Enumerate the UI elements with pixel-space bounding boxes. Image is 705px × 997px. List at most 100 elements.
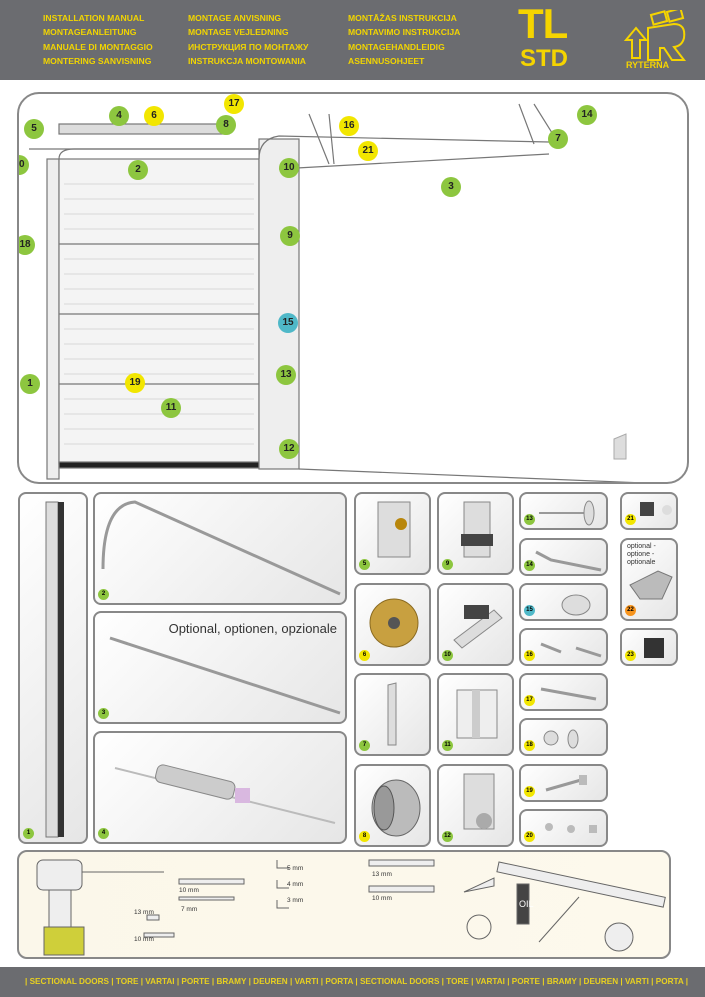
callout-1: 1 [20, 374, 40, 394]
callout-14: 14 [577, 105, 597, 125]
part-18: 18 [519, 718, 608, 756]
hex-key-4mm-label: 4 mm [287, 881, 304, 888]
part-number: 19 [524, 786, 535, 797]
socket-13mm-label: 13 mm [134, 909, 154, 916]
callout-12: 12 [279, 439, 299, 459]
part-10: 10 [437, 583, 514, 666]
callout-7: 7 [548, 129, 568, 149]
door-assembly-diagram: 5 4 6 17 8 16 21 14 7 20 2 10 3 18 9 15 … [17, 92, 689, 484]
oil-can-label: OIL [519, 899, 534, 909]
part-20: 20 [519, 809, 608, 847]
part-number: 12 [442, 831, 453, 842]
title: MONTERING SANVISNING [43, 55, 152, 66]
title-col-1: INSTALLATION MANUAL MONTAGEANLEITUNG MANUA… [43, 11, 153, 68]
drill-bit-7mm-label: 7 mm [181, 906, 198, 913]
part-number: 8 [359, 831, 370, 842]
callout-3: 3 [441, 177, 461, 197]
wrench-13mm-label: 13 mm [372, 871, 392, 878]
optional-note-22: optional -optione -optionale [627, 543, 656, 567]
part-8: 8 [354, 764, 431, 847]
part-17: 17 [519, 673, 608, 711]
part-number: 9 [442, 559, 453, 570]
part-number: 21 [625, 514, 636, 525]
footer-banner: | SECTIONAL DOORS | TORE | VARTAI | PORT… [0, 967, 705, 997]
part-number: 13 [524, 514, 535, 525]
part-19: 19 [519, 764, 608, 802]
title: INSTALLATION MANUAL [43, 13, 145, 23]
product-variant: STD [520, 45, 568, 72]
title: MONTĀŽAS INSTRUKCIJA [348, 13, 457, 23]
title: MANUALE DI MONTAGGIO [43, 41, 153, 52]
part-11: 11 [437, 673, 514, 756]
callout-5: 5 [24, 119, 44, 139]
part-number: 15 [524, 605, 535, 616]
part-number: 23 [625, 650, 636, 661]
callout-10: 10 [279, 158, 299, 178]
part-4: 4 [93, 731, 347, 844]
part-number: 6 [359, 650, 370, 661]
drill-bit-10mm-label: 10 mm [179, 887, 199, 894]
part-number: 1 [23, 828, 34, 839]
title: MONTAVIMO INSTRUKCIJA [348, 27, 461, 38]
hex-key-3mm-label: 3 mm [287, 897, 304, 904]
part-9: 9 [437, 492, 514, 575]
part-23: 23 [620, 628, 678, 666]
wrench-10mm-label: 10 mm [372, 895, 392, 902]
title: ASENNUSOHJEET [348, 55, 425, 66]
part-21: 21 [620, 492, 678, 530]
part-number: 5 [359, 559, 370, 570]
part-number: 22 [625, 605, 636, 616]
callout-6: 6 [144, 106, 164, 126]
callout-11: 11 [161, 398, 181, 418]
part-15: 15 [519, 583, 608, 621]
part-number: 7 [359, 740, 370, 751]
note-line: optione - [627, 551, 655, 558]
title: INSTRUKCJA MONTOWANIA [188, 55, 306, 66]
part-number: 10 [442, 650, 453, 661]
ryterna-logo: RYTERNA [622, 10, 692, 72]
part-16: 16 [519, 628, 608, 666]
part-14: 14 [519, 538, 608, 576]
brand-name: RYTERNA [626, 60, 670, 70]
part-5: 5 [354, 492, 431, 575]
callout-9: 9 [280, 226, 300, 246]
optional-note: Optional, optionen, opzionale [168, 621, 337, 636]
door-drawing [29, 103, 635, 482]
part-22: optional -optione -optionale 22 [620, 538, 678, 621]
part-number: 16 [524, 650, 535, 661]
callout-18: 18 [19, 235, 35, 255]
note-line: optional - [627, 543, 656, 550]
callout-19: 19 [125, 373, 145, 393]
part-number: 17 [524, 695, 535, 706]
note-line: optionale [627, 559, 656, 566]
socket-10mm-label: 10 mm [134, 936, 154, 943]
part-number: 2 [98, 589, 109, 600]
title: MONTAGE ANVISNING [188, 13, 282, 23]
title: ИНСТРУКЦИЯ ПО МОНТАЖУ [188, 41, 309, 52]
part-7: 7 [354, 673, 431, 756]
callout-2: 2 [128, 160, 148, 180]
part-6: 6 [354, 583, 431, 666]
callout-20: 20 [19, 155, 29, 175]
title: MONTAGEANLEITUNG [43, 27, 137, 38]
callout-16: 16 [339, 116, 359, 136]
header: INSTALLATION MANUAL MONTAGEANLEITUNG MANUA… [0, 0, 705, 80]
callout-8: 8 [216, 115, 236, 135]
callout-17: 17 [224, 94, 244, 114]
callout-15: 15 [278, 313, 298, 333]
hex-key-5mm-label: 5 mm [287, 865, 304, 872]
tools-required: 13 mm 10 mm 10 mm 7 mm 5 mm 4 mm 3 mm 13… [17, 850, 671, 959]
part-number: 4 [98, 828, 109, 839]
part-number: 14 [524, 560, 535, 571]
callout-4: 4 [109, 106, 129, 126]
part-13: 13 [519, 492, 608, 530]
part-number: 18 [524, 740, 535, 751]
callout-13: 13 [276, 365, 296, 385]
part-number: 20 [524, 831, 535, 842]
part-2: 2 [93, 492, 347, 605]
part-number: 11 [442, 740, 453, 751]
title: MONTAGEHANDLEIDIG [348, 41, 445, 52]
part-12: 12 [437, 764, 514, 847]
